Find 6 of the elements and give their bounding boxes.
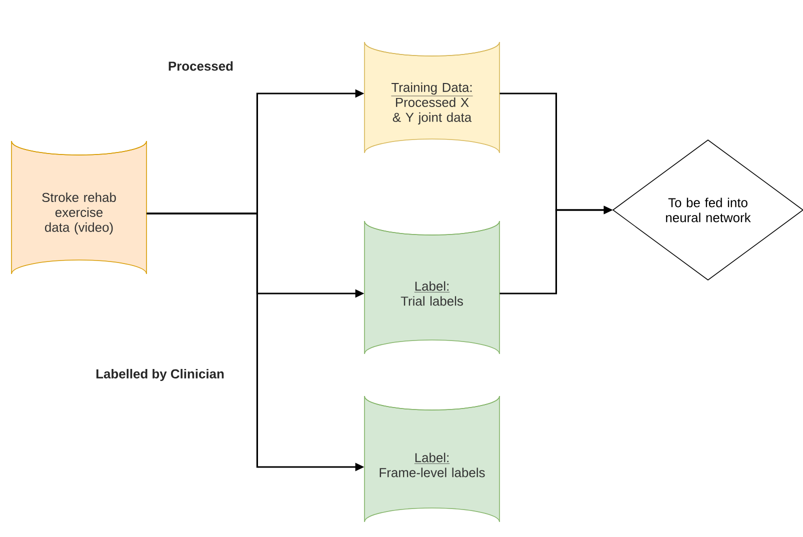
cylinder: Stroke rehab exercise data (video) <box>11 140 147 274</box>
cylinder: Label: Trial labels <box>364 220 500 354</box>
annotation: Labelled by Clinician <box>96 368 224 382</box>
cylinder: Training Data: Processed X & Y joint data <box>364 42 500 154</box>
cylinder: Label: Frame-level labels <box>364 396 500 522</box>
annotation: Processed <box>168 61 233 71</box>
